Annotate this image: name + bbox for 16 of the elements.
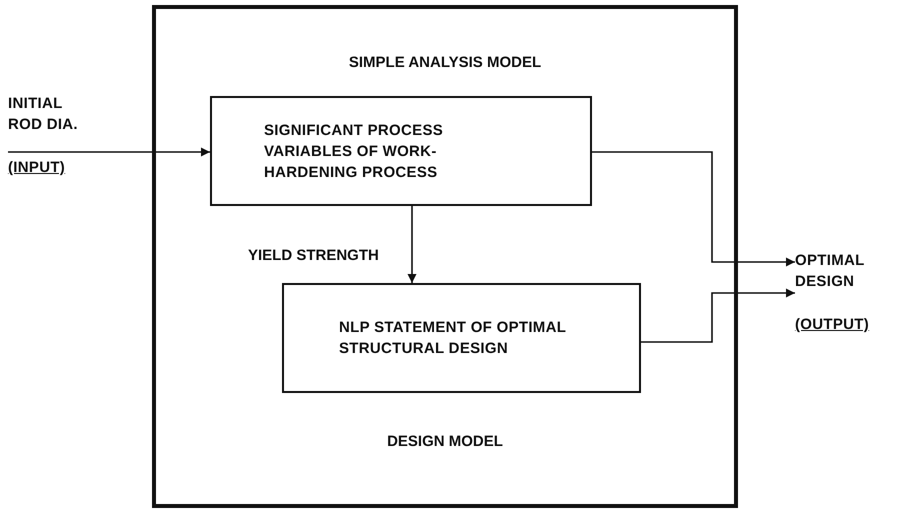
box-text: SIGNIFICANT PROCESS VARIABLES OF WORK-HARDENING PROCESS — [264, 120, 444, 182]
edge-label: YIELD STRENGTH — [248, 246, 379, 266]
io-label: INITIAL ROD DIA. — [8, 94, 79, 135]
arrow — [408, 206, 416, 283]
process-box — [282, 283, 641, 393]
io-label: OPTIMAL DESIGN — [795, 251, 866, 292]
arrow — [592, 151, 795, 266]
process-box — [210, 96, 592, 206]
model-frame — [152, 5, 738, 508]
model-title: DESIGN MODEL — [386, 432, 504, 452]
io-tag: (OUTPUT) — [795, 314, 877, 335]
model-title: SIMPLE ANALYSIS MODEL — [348, 53, 542, 73]
box-text: NLP STATEMENT OF OPTIMAL STRUCTURAL DESIGN — [339, 318, 567, 359]
io-tag: (INPUT) — [8, 157, 90, 178]
arrow — [641, 288, 795, 343]
arrow — [8, 148, 210, 156]
